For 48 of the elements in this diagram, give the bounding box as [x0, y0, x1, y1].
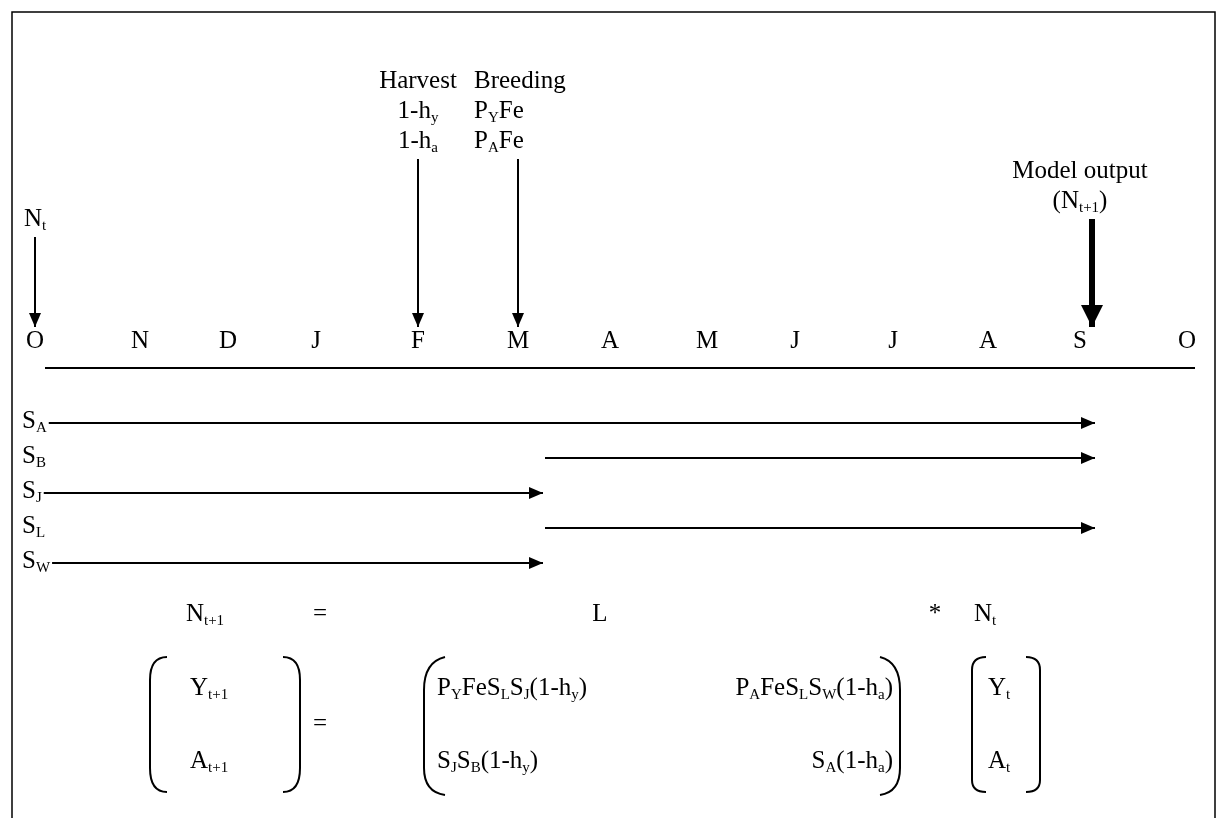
- month-label: J: [888, 325, 898, 355]
- parameter-label: 1-h$_{a}$: [397, 125, 439, 155]
- month-label: J: [311, 325, 321, 355]
- month-label: A: [600, 325, 620, 355]
- equation-term: P$_{A}$FeS$_{L}$S$_{W}$(1-h$_{a}$): [735, 672, 893, 702]
- equation-term: P$_{Y}$FeS$_{L}$S$_{J}$(1-h$_{y}$): [437, 672, 588, 702]
- annotation-label: N$_{t}$: [24, 203, 47, 233]
- month-label: J: [790, 325, 800, 355]
- parameter-label: (N$_{t+1}$): [1051, 185, 1109, 215]
- equation-term: N$_{t+1}$: [185, 598, 225, 628]
- annotation-heading: Breeding: [474, 65, 566, 95]
- equation-term: Y$_{t+1}$: [190, 672, 229, 702]
- equation-term: *: [928, 598, 942, 628]
- equation-term: A$_{t+1}$: [190, 745, 229, 775]
- parameter-label: P$_{A}$Fe: [474, 125, 525, 155]
- arrow: [51, 557, 544, 569]
- survival-label: S$_{J}$: [22, 475, 42, 505]
- month-label: O: [1177, 325, 1197, 355]
- parameter-label: 1-h$_{y}$: [396, 95, 440, 125]
- month-label: N: [130, 325, 150, 355]
- survival-label: S$_{A}$: [22, 405, 47, 435]
- annotation-heading: Harvest: [379, 65, 457, 95]
- equation-term: S$_{A}$(1-h$_{a}$): [811, 745, 893, 775]
- arrow: [29, 236, 41, 328]
- arrow: [412, 158, 424, 328]
- month-label: D: [218, 325, 238, 355]
- month-label: F: [411, 325, 425, 355]
- arrow: [47, 417, 1096, 429]
- arrow: [1081, 219, 1103, 327]
- equation-term: =: [312, 708, 328, 738]
- arrow: [512, 158, 524, 328]
- parameter-label: P$_{Y}$Fe: [474, 95, 525, 125]
- month-label: S: [1073, 325, 1087, 355]
- survival-label: S$_{L}$: [22, 510, 46, 540]
- equation-term: L: [592, 598, 608, 628]
- survival-label: S$_{B}$: [22, 440, 46, 470]
- month-label: M: [506, 325, 530, 355]
- equation-term: Y$_{t}$: [988, 672, 1011, 702]
- survival-label: S$_{W}$: [22, 545, 51, 575]
- equation-term: N$_{t}$: [973, 598, 997, 628]
- equation-term: A$_{t}$: [988, 745, 1011, 775]
- equation-term: =: [312, 598, 328, 628]
- annotation-heading: Model output: [1012, 155, 1148, 185]
- month-label: O: [25, 325, 45, 355]
- month-label: A: [978, 325, 998, 355]
- arrow: [42, 487, 544, 499]
- equation-term: S$_{J}$S$_{B}$(1-h$_{y}$): [437, 745, 539, 775]
- month-label: M: [695, 325, 719, 355]
